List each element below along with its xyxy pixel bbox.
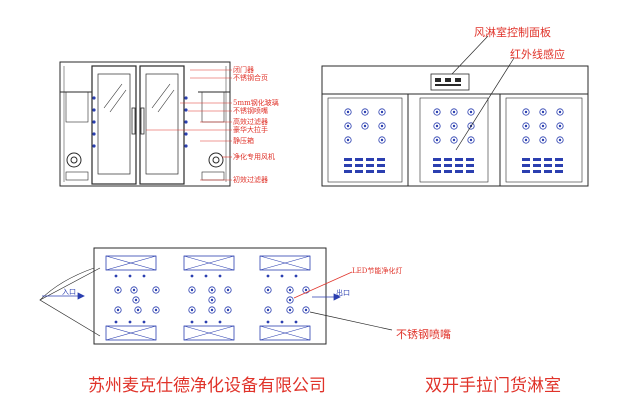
label-purification-fan: 净化专用风机 xyxy=(233,153,275,161)
side-vents xyxy=(344,158,563,173)
label-hepa-filter: 高效过滤器 xyxy=(233,118,268,126)
plan-leaders xyxy=(293,271,393,331)
label-plan-stainless-nozzle: 不锈钢喷嘴 xyxy=(396,328,451,341)
front-leaders xyxy=(146,69,232,181)
label-control-panel: 风淋室控制面板 xyxy=(474,26,551,39)
label-led-light: LED节能净化灯 xyxy=(352,267,403,275)
plan-view xyxy=(39,247,327,345)
label-infrared-sensor: 红外线感应 xyxy=(510,48,565,61)
side-leaders xyxy=(451,35,515,151)
label-door-closer: 闭门器 xyxy=(233,66,254,74)
product-name: 双开手拉门货淋室 xyxy=(425,376,561,396)
front-nozzles xyxy=(92,96,188,148)
label-stainless-hinge: 不锈钢合页 xyxy=(233,74,268,82)
plan-fan-boxes xyxy=(105,255,311,341)
plan-nozzles xyxy=(114,274,298,324)
front-view xyxy=(59,61,231,187)
label-primary-filter: 初效过滤器 xyxy=(233,176,268,184)
plan-round-nozzles xyxy=(114,286,310,314)
label-entrance: 入口 xyxy=(62,288,76,296)
company-name: 苏州麦克仕德净化设备有限公司 xyxy=(88,376,326,396)
label-exit: 出口 xyxy=(336,289,350,297)
label-stainless-nozzle: 不锈钢喷嘴 xyxy=(233,107,268,115)
side-nozzles xyxy=(344,108,564,144)
label-plenum-box: 静压箱 xyxy=(233,137,254,145)
side-view xyxy=(321,65,589,187)
label-tempered-glass: 5mm钢化玻璃 xyxy=(233,99,279,107)
plan-arrows xyxy=(42,292,341,301)
label-luxury-handle: 豪华大拉手 xyxy=(233,126,268,134)
